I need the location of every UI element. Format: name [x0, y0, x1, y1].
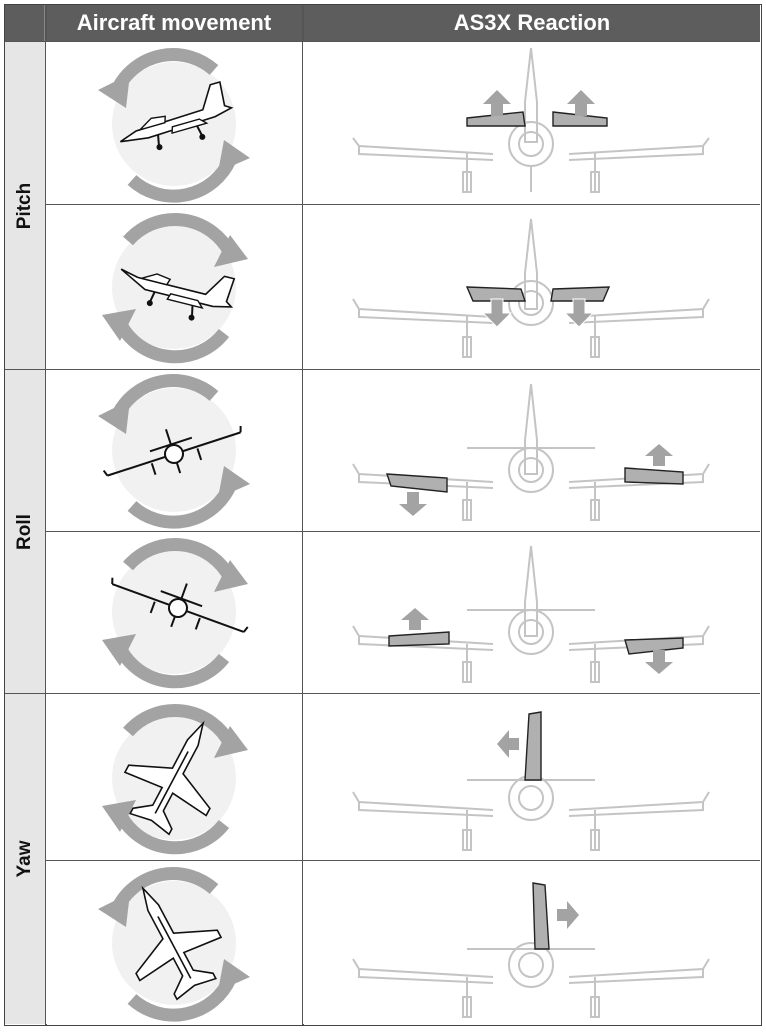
movement-cell-roll-2 — [46, 531, 302, 693]
up-arrow-icon — [401, 608, 429, 630]
column-divider-middle — [302, 5, 304, 1025]
axis-label-roll: Roll — [5, 369, 45, 693]
jet-front-icon — [352, 545, 710, 683]
header-as3x-reaction: AS3X Reaction — [303, 5, 760, 41]
up-arrow-icon — [645, 444, 673, 466]
movement-cell-pitch-1 — [46, 41, 302, 204]
column-divider-left — [45, 5, 47, 1025]
jet-front-icon — [352, 218, 710, 358]
down-arrow-icon — [645, 650, 673, 674]
reaction-cell-yaw-1 — [303, 693, 760, 860]
movement-cell-roll-1 — [46, 369, 302, 531]
left-arrow-icon — [497, 730, 519, 758]
reaction-cell-yaw-2 — [303, 860, 760, 1024]
header-aircraft-movement: Aircraft movement — [45, 5, 303, 41]
jet-side-icon — [119, 80, 234, 151]
jet-front-icon — [352, 383, 710, 521]
reaction-cell-roll-2 — [303, 531, 760, 693]
movement-cell-pitch-2 — [46, 204, 302, 369]
jet-side-icon — [120, 268, 236, 321]
jet-front-icon — [352, 882, 710, 1018]
jet-front-icon — [102, 426, 242, 477]
as3x-reaction-table: Aircraft movement AS3X Reaction Pitch Ro… — [4, 4, 762, 1026]
jet-top-icon — [135, 885, 223, 1001]
movement-cell-yaw-2 — [46, 860, 302, 1024]
right-arrow-icon — [557, 901, 579, 929]
movement-cell-yaw-1 — [46, 693, 302, 860]
jet-front-icon — [352, 711, 710, 851]
jet-front-icon — [352, 47, 710, 193]
reaction-cell-pitch-1 — [303, 41, 760, 204]
reaction-cell-pitch-2 — [303, 204, 760, 369]
rotation-arrows-icon — [102, 704, 248, 855]
jet-front-icon — [111, 577, 249, 633]
reaction-cell-roll-1 — [303, 369, 760, 531]
down-arrow-icon — [481, 298, 595, 328]
jet-top-icon — [123, 720, 211, 836]
header-corner — [5, 5, 45, 41]
down-arrow-icon — [399, 492, 427, 516]
rotation-arrows-icon — [98, 867, 250, 1022]
up-arrow-icon — [483, 90, 595, 116]
rotation-arrows-icon — [102, 538, 249, 689]
axis-label-pitch: Pitch — [5, 41, 45, 369]
rotation-arrows-icon — [98, 374, 250, 529]
axis-label-yaw: Yaw — [5, 693, 45, 1024]
rotation-arrows-icon — [102, 213, 248, 364]
rotation-arrows-icon — [98, 48, 250, 203]
